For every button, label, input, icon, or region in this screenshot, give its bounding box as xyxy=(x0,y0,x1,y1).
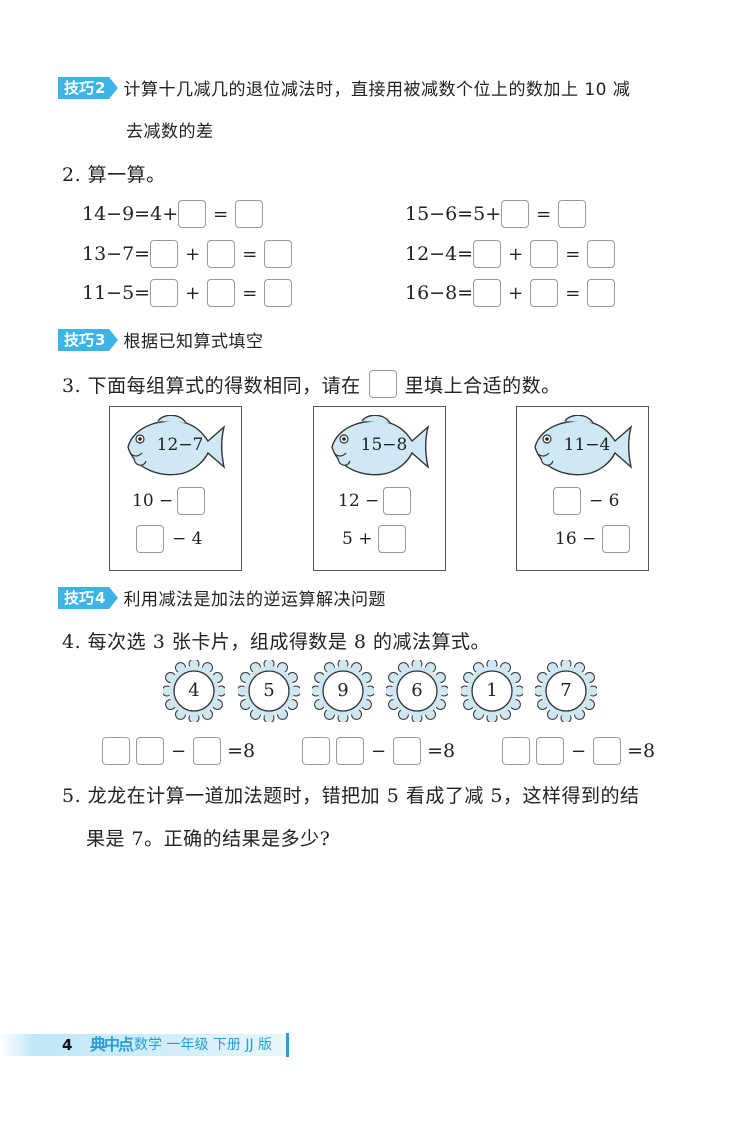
tip-text-continued: 去减数的差 xyxy=(126,122,214,142)
publisher-logo: 典中点 xyxy=(90,1035,134,1054)
subtraction-equation: − =8 xyxy=(302,735,455,767)
fish-card: 15−8 12 − 5 + xyxy=(313,406,446,571)
answer-box[interactable] xyxy=(473,279,502,307)
fish-card: 12−7 10 − − 4 xyxy=(109,406,242,571)
card-row: 10 − xyxy=(132,487,206,515)
fish-icon xyxy=(331,415,430,476)
answer-box[interactable] xyxy=(193,737,222,765)
number-card[interactable]: 6 xyxy=(384,658,450,724)
answer-box[interactable] xyxy=(264,279,293,307)
equation-row: 13−7= + = xyxy=(82,238,293,270)
flower-frame-icon xyxy=(384,658,450,724)
card-row: 5 + xyxy=(342,525,407,553)
number-card[interactable]: 5 xyxy=(236,658,302,724)
tip-text: 计算十几减几的退位减法时，直接用被减数个位上的数加上 10 减 xyxy=(123,80,631,100)
answer-box[interactable] xyxy=(150,240,179,268)
subtraction-equation: − =8 xyxy=(102,735,255,767)
answer-box[interactable] xyxy=(473,240,502,268)
footer-divider xyxy=(286,1033,289,1057)
answer-box[interactable] xyxy=(393,737,422,765)
answer-box[interactable] xyxy=(336,737,364,765)
answer-box[interactable] xyxy=(150,279,179,307)
footer-bar xyxy=(0,1034,288,1056)
answer-box[interactable] xyxy=(378,525,407,553)
answer-box[interactable] xyxy=(235,200,264,228)
fish-expression: 12−7 xyxy=(156,435,204,455)
number-card[interactable]: 1 xyxy=(459,658,525,724)
answer-box[interactable] xyxy=(536,737,564,765)
card-row: − 4 xyxy=(136,525,202,553)
answer-box[interactable] xyxy=(383,487,412,515)
fish-expression: 11−4 xyxy=(563,435,611,455)
number-card[interactable]: 7 xyxy=(533,658,599,724)
tip-text: 利用减法是加法的逆运算解决问题 xyxy=(123,590,386,610)
flower-frame-icon xyxy=(310,658,376,724)
answer-box[interactable] xyxy=(207,240,236,268)
example-box xyxy=(368,370,397,398)
equation-row: 14−9=4+ = xyxy=(82,198,264,230)
equation-row: 12−4= + = xyxy=(405,238,616,270)
answer-box[interactable] xyxy=(558,200,587,228)
question-5-line-1: 5. 龙龙在计算一道加法题时，错把加 5 看成了减 5，这样得到的结 xyxy=(62,785,640,807)
answer-box[interactable] xyxy=(587,279,616,307)
subtraction-equation: − =8 xyxy=(502,735,655,767)
answer-box[interactable] xyxy=(177,487,206,515)
answer-box[interactable] xyxy=(302,737,330,765)
answer-box[interactable] xyxy=(178,200,207,228)
page-number: 4 xyxy=(62,1036,73,1054)
card-row: 16 − xyxy=(555,525,631,553)
equation-row: 15−6=5+ = xyxy=(405,198,587,230)
card-row: 12 − xyxy=(338,487,412,515)
flower-frame-icon xyxy=(533,658,599,724)
fish-icon xyxy=(534,415,633,476)
question-3-title: 3. 下面每组算式的得数相同，请在 里填上合适的数。 xyxy=(62,370,561,398)
answer-box[interactable] xyxy=(102,737,130,765)
flower-frame-icon xyxy=(459,658,525,724)
question-2-title: 2. 算一算。 xyxy=(62,164,166,186)
fish-icon xyxy=(127,415,226,476)
answer-box[interactable] xyxy=(502,737,530,765)
answer-box[interactable] xyxy=(530,279,559,307)
flower-frame-icon xyxy=(236,658,302,724)
book-title: 数学 一年级 下册 JJ 版 xyxy=(134,1037,273,1053)
flower-frame-icon xyxy=(161,658,227,724)
answer-box[interactable] xyxy=(593,737,622,765)
answer-box[interactable] xyxy=(207,279,236,307)
question-5-line-2: 果是 7。正确的结果是多少? xyxy=(86,828,331,850)
equation-row: 11−5= + = xyxy=(82,277,293,309)
number-card[interactable]: 9 xyxy=(310,658,376,724)
answer-box[interactable] xyxy=(501,200,530,228)
equation-row: 16−8= + = xyxy=(405,277,616,309)
answer-box[interactable] xyxy=(264,240,293,268)
answer-box[interactable] xyxy=(530,240,559,268)
card-row: − 6 xyxy=(553,487,619,515)
answer-box[interactable] xyxy=(136,737,164,765)
answer-box[interactable] xyxy=(602,525,631,553)
answer-box[interactable] xyxy=(136,525,164,553)
answer-box[interactable] xyxy=(553,487,581,515)
question-4-title: 4. 每次选 3 张卡片，组成得数是 8 的减法算式。 xyxy=(62,631,491,653)
answer-box[interactable] xyxy=(587,240,616,268)
tip-text: 根据已知算式填空 xyxy=(123,332,264,352)
fish-card: 11−4 − 6 16 − xyxy=(516,406,649,571)
number-card[interactable]: 4 xyxy=(161,658,227,724)
fish-expression: 15−8 xyxy=(360,435,408,455)
